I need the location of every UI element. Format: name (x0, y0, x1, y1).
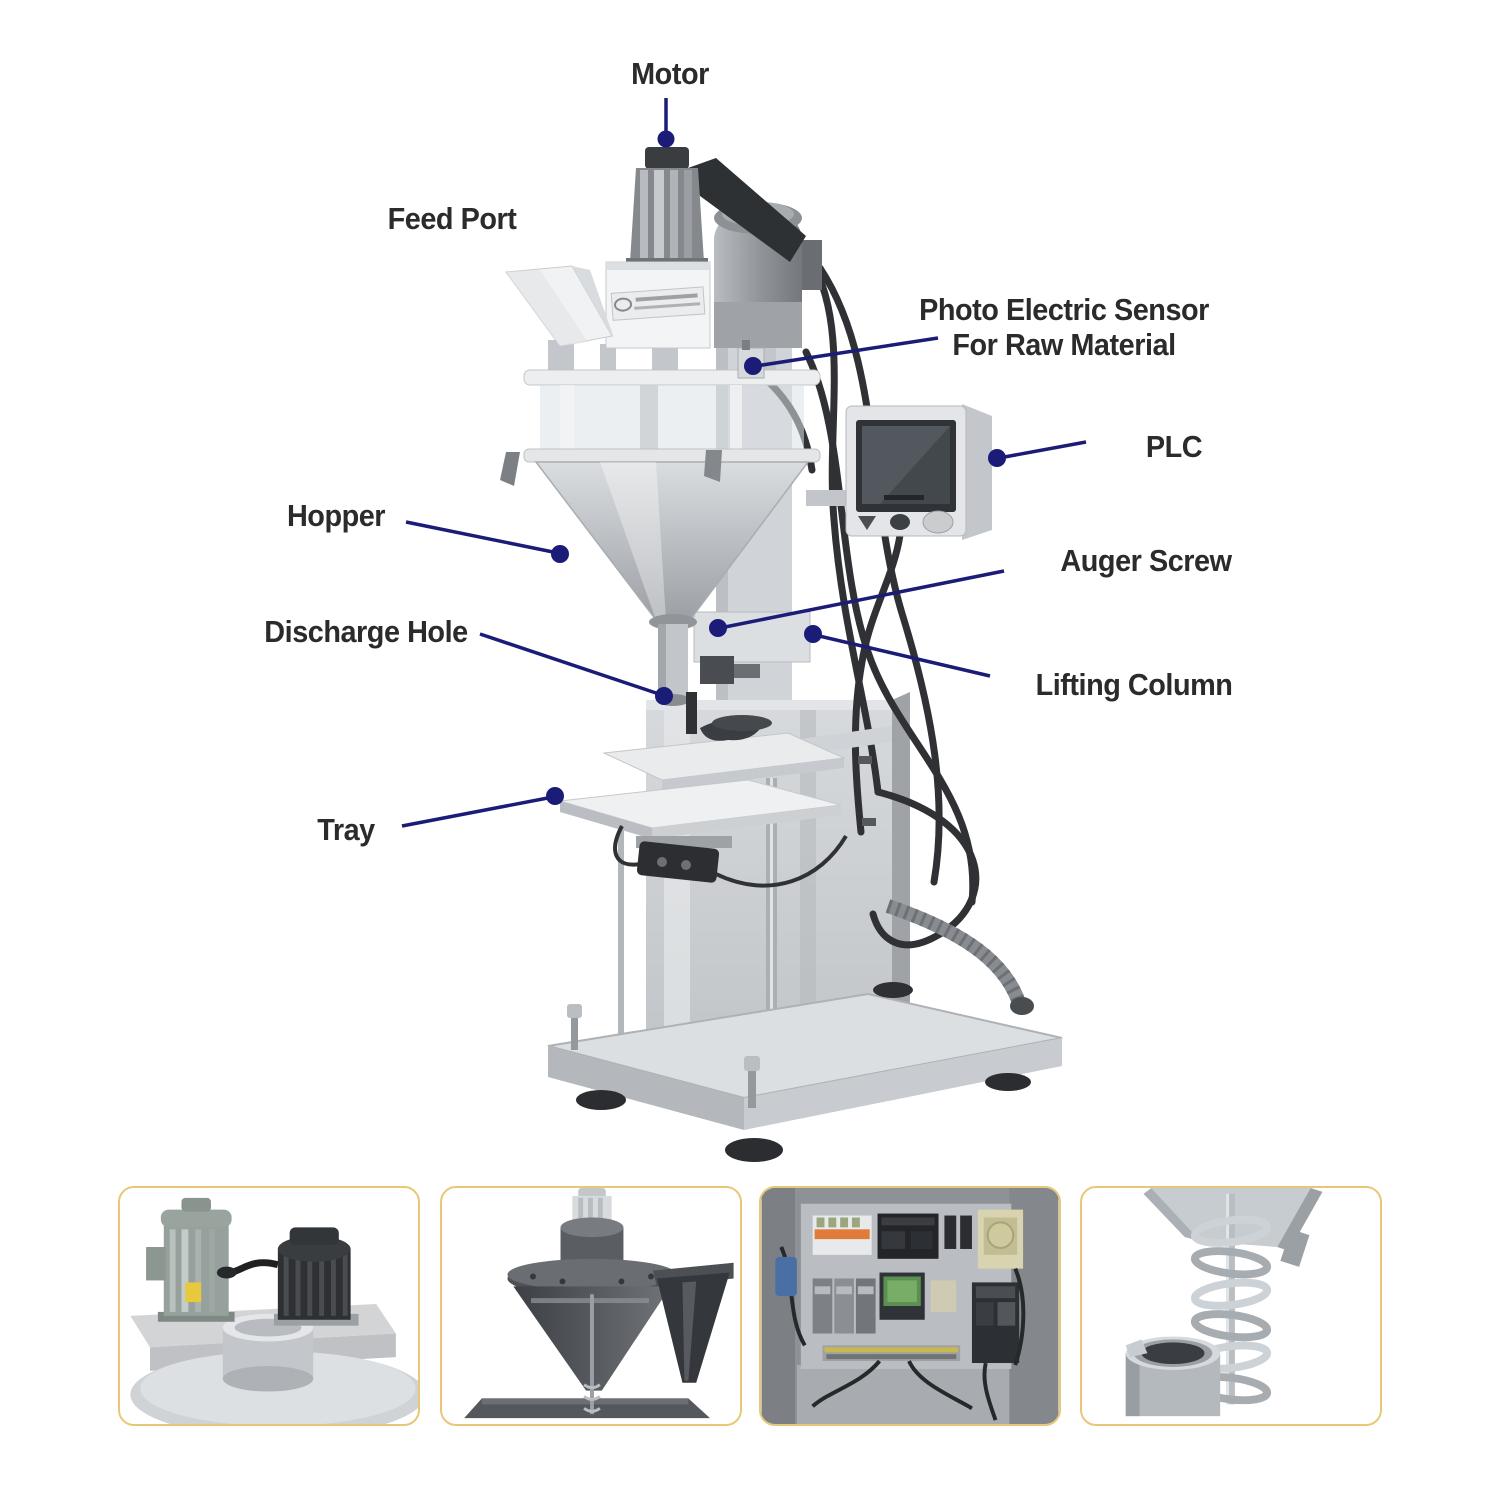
corrugated-hose (885, 899, 1034, 1015)
terminal-strip (822, 1345, 961, 1362)
cable-clip (862, 818, 876, 826)
belt-guard (688, 158, 806, 262)
label-photo-sensor: Photo Electric Sensor For Raw Material (919, 292, 1209, 362)
label-tray: Tray (317, 812, 375, 847)
plc-callout-dot (988, 449, 1006, 467)
auger-screw-illustration (1125, 1188, 1323, 1417)
hopper-clamp-latch (500, 452, 520, 486)
thumbnail-auger-screw-detail[interactable] (1080, 1186, 1382, 1426)
display-module (879, 1272, 925, 1320)
machine-head (505, 147, 822, 379)
gray-motor (146, 1197, 235, 1322)
label-lifting-column: Lifting Column (1035, 667, 1233, 702)
pendant-control (613, 825, 848, 888)
relay (930, 1280, 957, 1312)
hopper-callout-line (405, 520, 559, 555)
hopper-cone-illustration (464, 1188, 734, 1419)
thumbnail-mixer-motors-detail[interactable] (118, 1186, 420, 1426)
filling-head-box (605, 261, 711, 349)
cable-bundle (748, 258, 980, 949)
motor-callout-dot (657, 130, 675, 148)
black-motor (216, 1227, 359, 1326)
label-feed-port: Feed Port (387, 201, 517, 236)
plc-panel (806, 404, 992, 540)
contactors (812, 1278, 876, 1334)
feed-port-funnel (505, 265, 614, 347)
plc-module (877, 1213, 939, 1259)
power-supply (977, 1209, 1024, 1269)
label-auger-screw: Auger Screw (1060, 543, 1232, 578)
hopper-callout-dot (551, 545, 569, 563)
auger-screw-callout-dot (709, 619, 727, 637)
photo-sensor-callout-dot (744, 357, 762, 375)
discharge-hole-callout-dot (655, 687, 673, 705)
thumbnail-control-cabinet-detail[interactable] (759, 1186, 1061, 1426)
control-cabinet-illustration (761, 1188, 1059, 1424)
photo-sensor-callout-line (755, 336, 939, 368)
breaker-block (812, 1215, 872, 1255)
machine-base (547, 982, 1063, 1162)
main-motor (626, 147, 708, 268)
callouts (401, 98, 1087, 828)
label-photo-sensor-line2: For Raw Material (952, 326, 1176, 362)
plc-knob (890, 514, 910, 530)
guide-rod-highlight (770, 778, 773, 1088)
tray-shelf (559, 779, 842, 848)
spare-cone (652, 1262, 734, 1383)
brand-plate (610, 286, 706, 321)
thumbnail-hopper-cone-detail[interactable] (440, 1186, 742, 1426)
plc-button (922, 510, 954, 534)
clamp-table (602, 692, 892, 790)
label-discharge-hole: Discharge Hole (264, 614, 468, 649)
lifting-column-callout-dot (804, 625, 822, 643)
front-rod (618, 824, 624, 1046)
label-motor: Motor (631, 56, 709, 91)
hopper-clamp-latch (704, 450, 722, 482)
label-plc: PLC (1145, 429, 1203, 464)
cable-clip (858, 756, 872, 764)
vfd-drive (971, 1282, 1020, 1364)
auger-screw-callout-line (719, 569, 1005, 630)
blue-component (775, 1256, 797, 1297)
discharge-cup (1125, 1336, 1221, 1417)
lifting-column-callout-line (814, 633, 991, 678)
mixer-motors-illustration (130, 1197, 418, 1424)
plc-callout-line (998, 440, 1087, 460)
tray-callout-dot (546, 787, 564, 805)
discharge-hole-callout-line (479, 632, 663, 697)
plc-knob (858, 516, 876, 530)
tray-callout-line (401, 795, 554, 828)
label-photo-sensor-line1: Photo Electric Sensor (919, 292, 1209, 327)
label-hopper: Hopper (286, 498, 386, 533)
